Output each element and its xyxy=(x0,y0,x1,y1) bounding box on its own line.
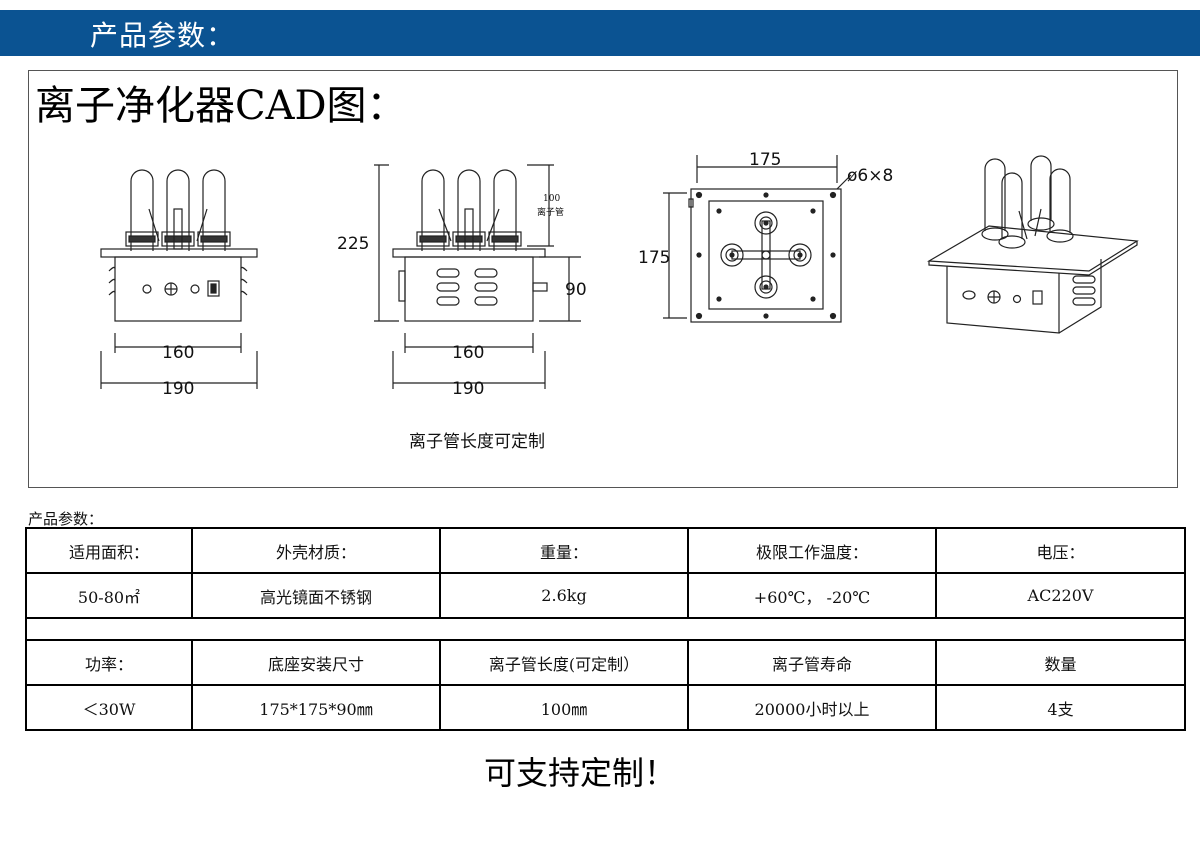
table-value-cell: 175*175*90㎜ xyxy=(191,684,441,731)
side-dim-height-label: 225 xyxy=(337,234,369,254)
table-row: ＜30W 175*175*90㎜ 100㎜ 20000小时以上 4支 xyxy=(25,684,1186,731)
cad-note: 离子管长度可定制 xyxy=(409,432,545,452)
side-dim-outer-label: 190 xyxy=(452,379,484,399)
section-header-bar: 产品参数： xyxy=(0,10,1200,56)
table-spacer-row xyxy=(25,617,1186,641)
table-row: 适用面积： 外壳材质： 重量： 极限工作温度： 电压： xyxy=(25,527,1186,574)
cad-drawings: 160 190 225 100 离子管 90 160 190 175 175 ø… xyxy=(100,150,1139,399)
side-dim-inner-label: 160 xyxy=(452,343,484,363)
table-value-cell: 2.6kg xyxy=(439,572,689,619)
top-view-drawing xyxy=(663,155,852,323)
table-spacer-cell xyxy=(25,617,1186,641)
table-value-cell: 4支 xyxy=(935,684,1186,731)
table-header-cell: 极限工作温度： xyxy=(687,527,937,574)
table-value-cell: +60℃， -20℃ xyxy=(687,572,937,619)
top-dim-holes-label: ø6×8 xyxy=(847,166,893,186)
cad-title: 离子净化器CAD图： xyxy=(35,83,407,129)
table-header-cell: 适用面积： xyxy=(25,527,193,574)
table-header-cell: 数量 xyxy=(935,639,1186,686)
table-header-cell: 底座安装尺寸 xyxy=(191,639,441,686)
top-dim-height-label: 175 xyxy=(638,248,670,268)
params-section-label: 产品参数： xyxy=(28,510,104,528)
table-header-cell: 电压： xyxy=(935,527,1186,574)
isometric-view-drawing xyxy=(926,155,1139,334)
params-table: 适用面积： 外壳材质： 重量： 极限工作温度： 电压： 50-80㎡ 高光镜面不… xyxy=(25,527,1186,731)
side-dim-body-label: 90 xyxy=(565,280,587,300)
customization-note: 可支持定制！ xyxy=(483,754,676,792)
table-value-cell: 100㎜ xyxy=(439,684,689,731)
front-view-drawing xyxy=(100,169,258,389)
table-value-cell: 50-80㎡ xyxy=(25,572,193,619)
table-row: 50-80㎡ 高光镜面不锈钢 2.6kg +60℃， -20℃ AC220V xyxy=(25,572,1186,619)
table-row: 功率： 底座安装尺寸 离子管长度(可定制） 离子管寿命 数量 xyxy=(25,639,1186,686)
front-dim-outer-label: 190 xyxy=(162,379,194,399)
table-value-cell: AC220V xyxy=(935,572,1186,619)
top-dim-width-label: 175 xyxy=(749,150,781,170)
table-header-cell: 功率： xyxy=(25,639,193,686)
table-value-cell: 高光镜面不锈钢 xyxy=(191,572,441,619)
table-header-cell: 重量： xyxy=(439,527,689,574)
side-dim-tube-label: 100 xyxy=(543,194,560,204)
table-value-cell: ＜30W xyxy=(25,684,193,731)
front-dim-inner-label: 160 xyxy=(162,343,194,363)
table-header-cell: 离子管长度(可定制） xyxy=(439,639,689,686)
side-view-drawing xyxy=(374,164,581,389)
side-dim-tube-caption: 离子管 xyxy=(537,206,564,218)
cad-drawing-panel: 离子净化器CAD图： xyxy=(28,70,1178,488)
table-header-cell: 离子管寿命 xyxy=(687,639,937,686)
table-header-cell: 外壳材质： xyxy=(191,527,441,574)
table-value-cell: 20000小时以上 xyxy=(687,684,937,731)
section-title: 产品参数： xyxy=(90,19,236,52)
